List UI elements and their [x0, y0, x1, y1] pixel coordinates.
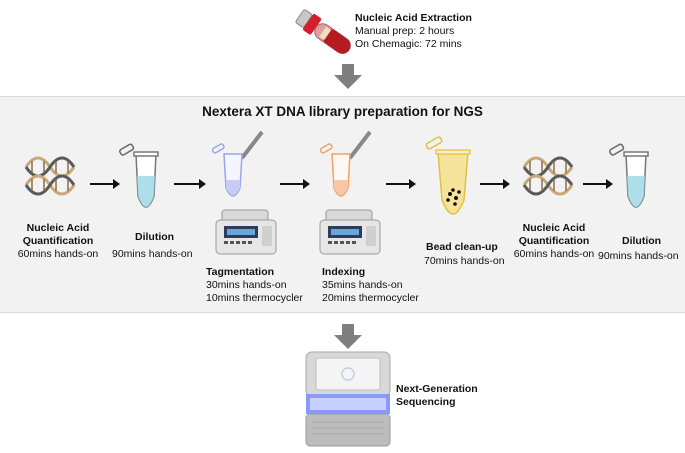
- down-arrow-icon: [334, 64, 362, 89]
- flow-arrow: [174, 179, 206, 189]
- step-time: 60mins hands-on: [513, 248, 595, 260]
- sequencing-line: Sequencing: [396, 396, 456, 408]
- step-time: 10mins thermocycler: [206, 292, 303, 304]
- microtube-icon: [119, 143, 159, 208]
- step-time: 60mins hands-on: [17, 248, 99, 260]
- step-name: Nucleic Acid: [26, 222, 90, 234]
- step-label-dilution-1: Dilution: [135, 231, 175, 243]
- step-label-bead-cleanup: Bead clean-up: [426, 241, 498, 253]
- step-label-quantification-1: Nucleic Acid Quantification: [8, 222, 108, 248]
- sequencer-icon: [305, 351, 391, 447]
- step-label-quantification-2: Nucleic Acid Quantification: [504, 222, 604, 248]
- bead-tube-icon: [425, 136, 471, 215]
- step-label-indexing: Indexing: [322, 266, 366, 278]
- dna-helix-icon: [24, 156, 76, 196]
- microtube-icon: [609, 143, 649, 208]
- step-label-tagmentation: Tagmentation: [206, 266, 275, 278]
- library-prep-panel: [0, 96, 685, 313]
- panel-title: Nextera XT DNA library preparation for N…: [202, 104, 483, 119]
- step-time: 20mins thermocycler: [322, 292, 419, 304]
- flow-arrow: [280, 179, 310, 189]
- extraction-title: Nucleic Acid Extraction: [355, 12, 472, 24]
- down-arrow-icon: [334, 324, 362, 349]
- pipette-tube-icon: [211, 130, 264, 197]
- step-time: 90mins hands-on: [112, 248, 193, 260]
- pipette-tube-icon: [319, 130, 372, 197]
- step-name: Nucleic Acid: [522, 222, 586, 234]
- step-name: Quantification: [22, 235, 94, 247]
- sequencing-line: Next-Generation: [396, 383, 478, 395]
- thermocycler-icon: [215, 209, 277, 255]
- step-label-dilution-2: Dilution: [622, 235, 662, 247]
- blood-tube-icon: [295, 9, 351, 54]
- step-name: Quantification: [518, 235, 590, 247]
- step-time: 35mins hands-on: [322, 279, 403, 291]
- flow-arrow: [583, 179, 613, 189]
- sequencing-label: Next-Generation Sequencing: [396, 383, 478, 409]
- extraction-manual-time: Manual prep: 2 hours: [355, 25, 455, 37]
- step-time: 90mins hands-on: [598, 250, 679, 262]
- extraction-chemagic-time: On Chemagic: 72 mins: [355, 38, 462, 50]
- dna-helix-icon: [522, 156, 574, 196]
- flow-arrow: [90, 179, 120, 189]
- flow-arrow: [386, 179, 416, 189]
- step-time: 30mins hands-on: [206, 279, 287, 291]
- thermocycler-icon: [319, 209, 381, 255]
- step-time: 70mins hands-on: [424, 255, 505, 267]
- flow-arrow: [480, 179, 510, 189]
